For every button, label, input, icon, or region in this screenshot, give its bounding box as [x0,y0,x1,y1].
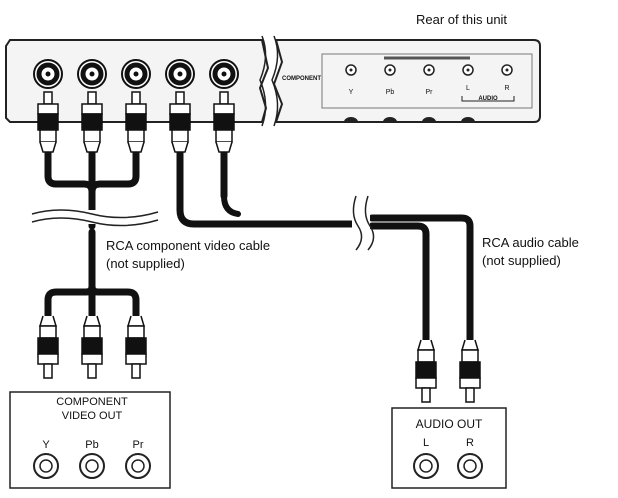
panel-bottom-marks [344,117,475,122]
unit-jack-y: Y [345,64,357,96]
component-section-frame [321,53,533,109]
rear-of-unit-label: Rear of this unit [416,12,507,27]
component-cable-label-line1: RCA component video cable [106,238,270,253]
device-jack-pr: Pr [125,439,151,479]
component-cable-break [30,209,160,227]
panel-break-mark [259,35,279,127]
audio-cable-label-line1: RCA audio cable [482,235,579,250]
device-jack-r: R [457,437,483,479]
device-plug-y [37,315,59,379]
unit-component-label: COMPONENT [282,76,321,82]
audio-cable-break [352,195,375,251]
device-jack-pb-label: Pb [85,439,98,451]
component-box-title-line1: COMPONENT [56,396,128,408]
unit-plugs [33,59,239,153]
unit-plug-2 [77,59,107,153]
unit-jack-pr-label: Pr [426,89,434,96]
unit-plug-1 [33,59,63,153]
unit-jack-r-label: R [504,85,509,92]
device-plugs [37,315,481,403]
device-jack-y: Y [33,439,59,479]
unit-jack-pb: Pb [384,64,396,96]
device-jack-pr-label: Pr [133,439,144,451]
device-jack-r-label: R [466,437,474,449]
component-box-title-line2: VIDEO OUT [62,410,123,422]
unit-jack-l-label: L [466,85,470,92]
device-jack-pb: Pb [79,439,105,479]
unit-plug-3 [121,59,151,153]
unit-plug-4 [165,59,195,153]
unit-audio-label: AUDIO [478,96,498,102]
device-plug-r [459,339,481,403]
unit-jack-y-label: Y [349,89,354,96]
device-plug-l [415,339,437,403]
audio-bracket [461,96,515,102]
audio-box-title: AUDIO OUT [416,417,483,431]
unit-jack-r: R [501,64,513,92]
audio-out-box [391,407,507,489]
audio-cable [176,148,474,344]
audio-cable-label-line2: (not supplied) [482,253,561,268]
component-video-cable [44,148,140,320]
unit-jack-pr: Pr [423,64,435,96]
unit-jack-l: L [462,64,474,92]
device-jack-l: L [413,437,439,479]
unit-jack-pb-label: Pb [386,89,395,96]
device-jack-y-label: Y [42,439,50,451]
device-plug-pr [125,315,147,379]
device-jack-l-label: L [423,437,429,449]
device-plug-pb [81,315,103,379]
unit-plug-5 [209,59,239,153]
component-cable-label-line2: (not supplied) [106,256,185,271]
